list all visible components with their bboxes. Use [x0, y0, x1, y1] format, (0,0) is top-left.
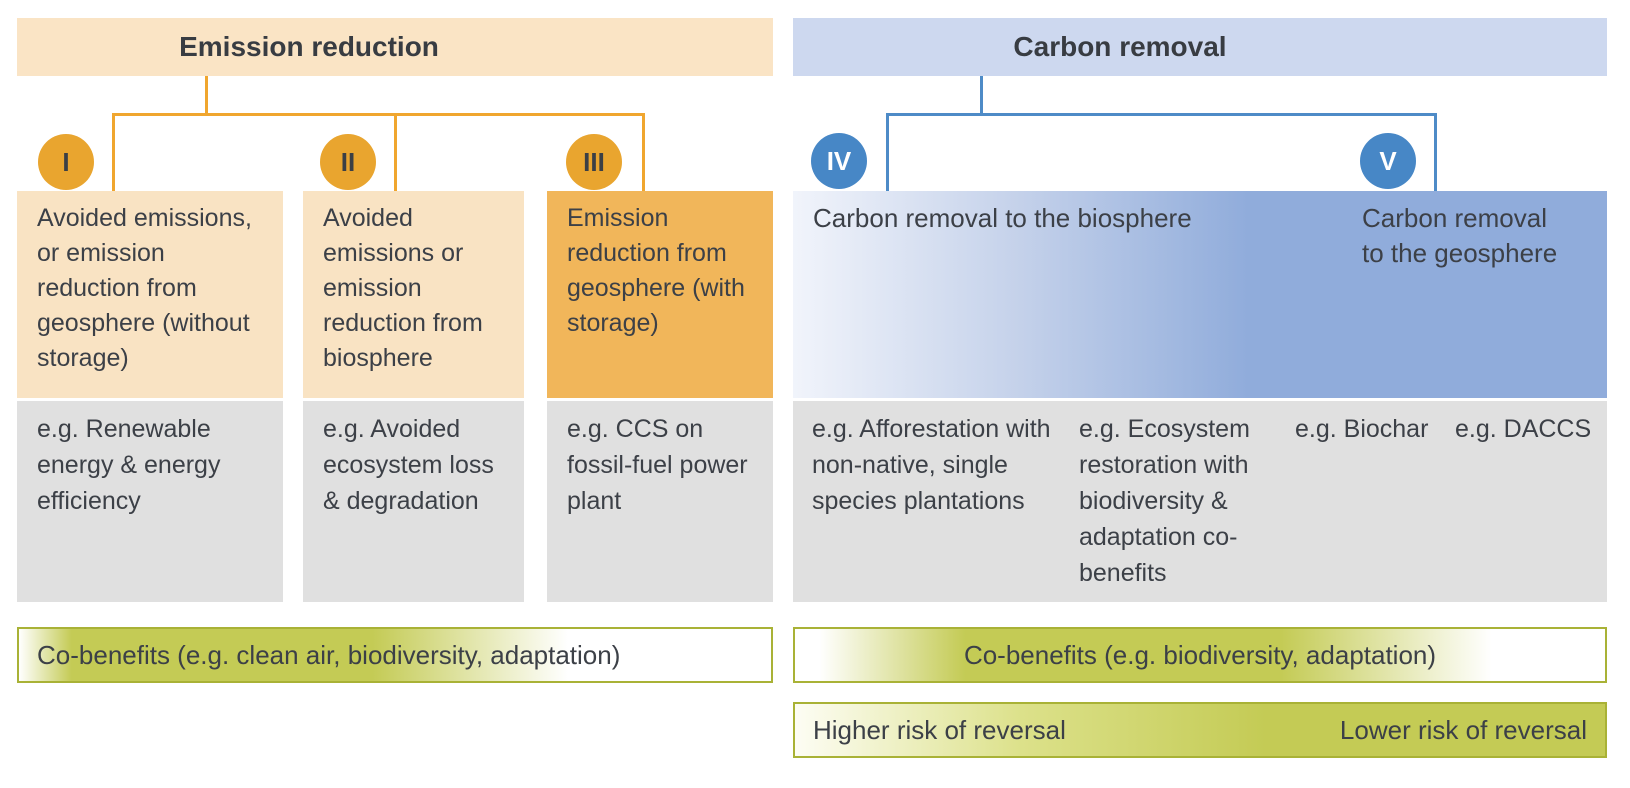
cobenefits-bar-removal: Co-benefits (e.g. biodiversity, adaptati… — [793, 627, 1607, 683]
category-numeral-IV: IV — [826, 145, 852, 176]
carbon-removal-box — [793, 191, 1607, 398]
removal-tree-drop-line-1 — [886, 113, 889, 191]
example-afforestation: e.g. Afforestation with non-native, sing… — [812, 415, 1051, 515]
emission-tree-drop-line-1 — [112, 113, 115, 191]
higher-risk-label: Higher risk of reversal — [813, 714, 1066, 745]
category-box-II: Avoided emissions or emission reduction … — [303, 191, 524, 398]
category-badge-II: II — [320, 134, 376, 190]
category-numeral-V: V — [1379, 145, 1397, 176]
category-box-III: Emission reduction from geosphere (with … — [547, 191, 773, 398]
category-label-V: Carbon removal to the geosphere — [1362, 203, 1558, 268]
cobenefits-removal-label: Co-benefits (e.g. biodiversity, adaptati… — [963, 639, 1437, 670]
category-badge-V: V — [1360, 133, 1416, 189]
example-ecosystem-restoration: e.g. Ecosystem restoration with biodiver… — [1079, 415, 1250, 587]
risk-of-reversal-bar: Higher risk of reversal Lower risk of re… — [793, 702, 1607, 758]
lower-risk-label: Lower risk of reversal — [1339, 714, 1587, 745]
carbon-removal-banner: Carbon removal — [793, 18, 1607, 76]
carbon-removal-title: Carbon removal — [1013, 31, 1227, 62]
removal-tree-stem-line — [980, 76, 983, 116]
category-badge-IV: IV — [811, 133, 867, 189]
category-label-IV: Carbon removal to the biosphere — [813, 203, 1192, 233]
emission-reduction-banner: Emission reduction — [17, 18, 773, 76]
cobenefits-bar-emission: Co-benefits (e.g. clean air, biodiversit… — [17, 627, 773, 683]
category-numeral-II: II — [340, 146, 356, 177]
emission-reduction-title: Emission reduction — [179, 31, 439, 62]
category-badge-I: I — [38, 134, 94, 190]
example-box-II: e.g. Avoided ecosystem loss & degradatio… — [303, 401, 524, 602]
cobenefits-emission-label: Co-benefits (e.g. clean air, biodiversit… — [37, 639, 621, 670]
category-box-I: Avoided emissions, or emission reduction… — [17, 191, 283, 398]
removal-tree-drop-line-2 — [1434, 113, 1437, 191]
example-daccs: e.g. DACCS — [1455, 415, 1592, 443]
emission-tree-horizontal-line — [112, 113, 645, 116]
emission-tree-drop-line-3 — [642, 113, 645, 191]
category-badge-III: III — [566, 134, 622, 190]
emission-tree-stem-line — [205, 76, 208, 116]
removal-tree-horizontal-line — [886, 113, 1437, 116]
example-box-I: e.g. Renewable energy & energy efficienc… — [17, 401, 283, 602]
example-biochar: e.g. Biochar — [1295, 415, 1429, 443]
category-numeral-III: III — [583, 146, 605, 177]
example-box-carbon-removal: e.g. Afforestation with non-native, sing… — [793, 401, 1607, 602]
emission-tree-drop-line-2 — [394, 113, 397, 191]
category-numeral-I: I — [62, 146, 70, 177]
example-box-III: e.g. CCS on fossil-fuel power plant — [547, 401, 773, 602]
